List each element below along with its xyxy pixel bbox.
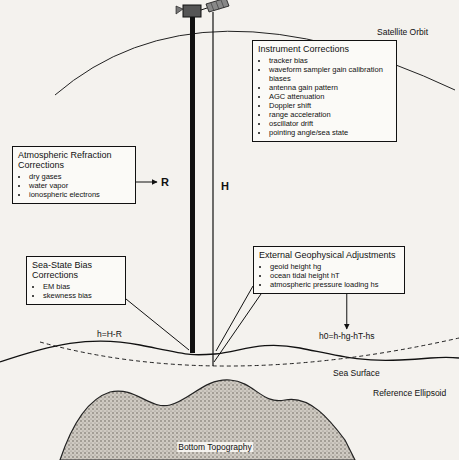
bullet-item: waveform sampler gain calibration biases — [269, 65, 391, 83]
formula-label: h0=h-hg-hT-hs — [318, 331, 376, 341]
bullet-item: EM bias — [43, 282, 120, 291]
bullet-item: atmospheric pressure loading hs — [270, 280, 399, 289]
bullet-item: antenna gain pattern — [269, 83, 391, 92]
formula-arrow — [346, 294, 347, 329]
sea-surface — [0, 341, 459, 362]
bullet-item: AGC attenuation — [269, 92, 391, 101]
topography-label: Bottom Topography — [177, 442, 253, 452]
satellite — [176, 0, 229, 17]
bullet-list: geoid height hgocean tidal height hTatmo… — [259, 262, 399, 289]
bullet-item: range acceleration — [269, 110, 391, 119]
sea-state-leader — [126, 299, 189, 350]
bullet-item: skewness bias — [43, 291, 120, 300]
sea-surface-label: Sea Surface — [332, 368, 381, 378]
box-heading: Atmospheric Refraction Corrections — [18, 150, 130, 170]
height-label: H — [220, 180, 230, 192]
bullet-list: dry gaseswater vaporionospheric electron… — [18, 172, 130, 199]
range-bar — [190, 16, 195, 353]
height-line — [212, 12, 213, 366]
bullet-item: oscillator drift — [269, 119, 391, 128]
bottom-topography — [60, 380, 355, 460]
bullet-item: Doppler shift — [269, 101, 391, 110]
bullet-list: EM biasskewness bias — [32, 282, 120, 300]
geophysical-leader — [214, 294, 261, 362]
bullet-list: tracker biaswaveform sampler gain calibr… — [258, 56, 391, 137]
box-heading: Instrument Corrections — [258, 44, 391, 54]
bullet-item: pointing angle/sea state — [269, 128, 391, 137]
bullet-item: ionospheric electrons — [29, 190, 130, 199]
formula-label: h=H-R — [96, 329, 123, 339]
refraction-arrow — [136, 182, 157, 183]
instrument-box: Instrument Corrections tracker biaswavefo… — [252, 40, 397, 142]
range-label: R — [160, 176, 170, 188]
bullet-item: ocean tidal height hT — [270, 271, 399, 280]
orbit-label: Satellite Orbit — [376, 27, 429, 37]
bullet-item: tracker bias — [269, 56, 391, 65]
bullet-item: water vapor — [29, 181, 130, 190]
ellipsoid-label: Reference Ellipsoid — [372, 388, 447, 398]
box-heading: External Geophysical Adjustments — [259, 250, 399, 260]
reference-ellipsoid — [40, 338, 459, 366]
atmosphere-box: Atmospheric Refraction Correctionsdry ga… — [12, 146, 136, 204]
geophysical-leader — [216, 286, 253, 351]
bullet-item: geoid height hg — [270, 262, 399, 271]
box-heading: Sea-State Bias Corrections — [32, 260, 120, 280]
bullet-item: dry gases — [29, 172, 130, 181]
geophysical-box: External Geophysical Adjustments geoid he… — [253, 246, 405, 294]
sea-state-box: Sea-State Bias Corrections EM biasskewnes… — [26, 256, 126, 305]
